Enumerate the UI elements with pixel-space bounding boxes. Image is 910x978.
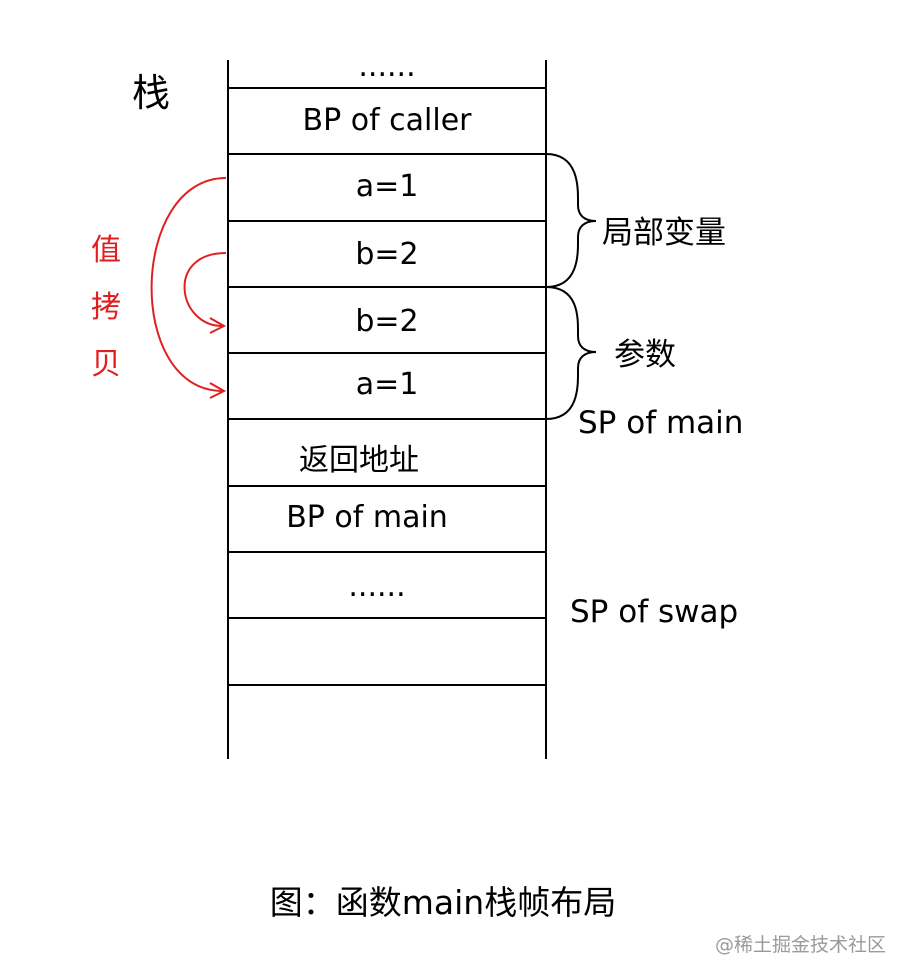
copy-label-char-2: 拷 xyxy=(91,290,121,325)
copy-label-char-1: 值 xyxy=(91,233,121,268)
copy-arrow-outer-head xyxy=(209,382,227,399)
cell-ellipsis-bottom: ...... xyxy=(348,569,406,604)
copy-arrow-outer xyxy=(150,177,227,392)
local-vars-label: 局部变量 xyxy=(602,215,726,251)
cell-local-a: a=1 xyxy=(355,169,419,204)
stack-dividers xyxy=(228,87,546,686)
watermark: @稀土掘金技术社区 xyxy=(714,934,886,956)
stack-title: 栈 xyxy=(132,71,171,115)
figure-caption: 图：函数main栈帧布局 xyxy=(269,883,617,922)
cell-bp-of-main: BP of main xyxy=(286,500,448,535)
sp-of-main-label: SP of main xyxy=(578,405,744,441)
cell-param-b: b=2 xyxy=(355,304,419,339)
copy-label-char-3: 贝 xyxy=(91,347,121,382)
sp-of-swap-label: SP of swap xyxy=(570,594,739,630)
cell-bp-of-caller: BP of caller xyxy=(302,103,472,138)
cell-local-b: b=2 xyxy=(355,237,419,272)
cell-ellipsis-top: ...... xyxy=(358,49,416,84)
value-copy-label: 值 拷 贝 xyxy=(86,222,126,393)
copy-arrow-inner xyxy=(183,252,227,327)
cell-return-address: 返回地址 xyxy=(299,443,419,478)
params-label: 参数 xyxy=(614,337,676,373)
params-brace xyxy=(545,286,597,420)
local-vars-brace xyxy=(545,153,597,288)
cell-param-a: a=1 xyxy=(355,367,419,402)
copy-arrow-inner-head xyxy=(209,317,227,334)
